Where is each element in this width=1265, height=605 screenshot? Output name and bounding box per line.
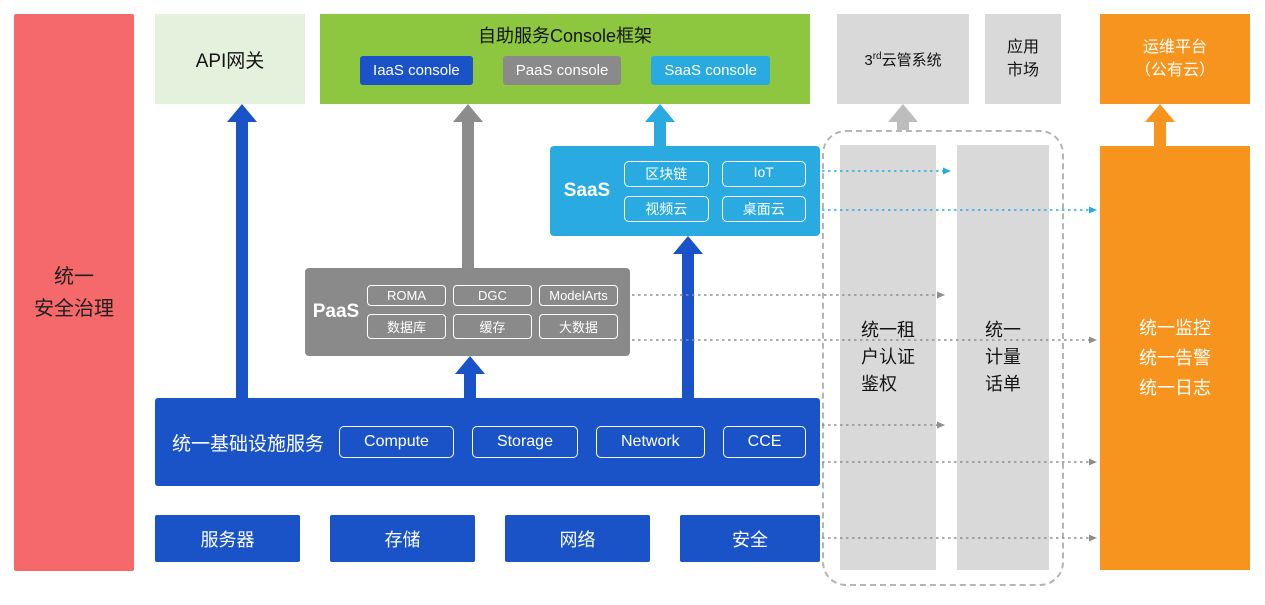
paas-item-dgc: DGC — [453, 285, 532, 306]
console-framework-title: 自助服务Console框架 — [477, 26, 653, 46]
paas-label: PaaS — [312, 301, 360, 322]
infra-item-compute: Compute — [339, 426, 454, 458]
arrow-infra-to-api-gateway — [227, 104, 257, 398]
paas-item-bigdata: 大数据 — [539, 314, 618, 339]
saas-item-blockchain: 区块链 — [624, 160, 709, 187]
hardware-security-box: 安全 — [680, 515, 820, 562]
saas-item-iot: IoT — [721, 160, 806, 187]
app-market-box: 应用 市场 — [985, 14, 1061, 104]
api-gateway-box: API网关 — [155, 14, 305, 104]
arrow-infra-to-saas — [673, 236, 703, 398]
iaas-console-chip: IaaS console — [360, 56, 473, 85]
paas-items: ROMA DGC ModelArts 数据库 缓存 大数据 — [367, 285, 630, 339]
console-framework-box: 自助服务Console框架 IaaS console PaaS console … — [320, 14, 810, 104]
monitoring-alarm-log-label: 统一监控 统一告警 统一日志 — [1139, 318, 1211, 398]
saas-item-desktop-cloud: 桌面云 — [721, 195, 806, 222]
paas-block: PaaS ROMA DGC ModelArts 数据库 缓存 大数据 — [305, 268, 630, 356]
hardware-server-box: 服务器 — [155, 515, 300, 562]
paas-item-roma: ROMA — [367, 285, 446, 306]
metering-billing-label: 统一 计量 话单 — [985, 320, 1021, 394]
saas-item-video-cloud: 视频云 — [624, 195, 709, 222]
arrow-saas-to-console — [645, 104, 675, 146]
third-party-cloud-label: 3rd云管系统 — [864, 50, 942, 69]
metering-billing-bar: 统一 计量 话单 — [957, 145, 1049, 570]
hardware-storage-box: 存储 — [330, 515, 475, 562]
infra-item-storage: Storage — [471, 426, 578, 458]
tenant-auth-bar: 统一租 户认证 鉴权 — [840, 145, 936, 570]
console-row: IaaS console PaaS console SaaS console — [360, 56, 770, 85]
arrow-monitor-to-ops-platform — [1145, 104, 1175, 146]
infrastructure-label: 统一基础设施服务 — [172, 433, 325, 455]
paas-item-modelarts: ModelArts — [539, 285, 618, 306]
saas-label: SaaS — [563, 180, 611, 201]
app-market-label: 应用 市场 — [1006, 39, 1039, 79]
infrastructure-block: 统一基础设施服务 Compute Storage Network CCE — [155, 398, 820, 486]
saas-console-chip: SaaS console — [651, 56, 770, 85]
saas-items: 区块链 IoT 视频云 桌面云 — [624, 160, 820, 222]
ops-platform-box: 运维平台 （公有云） — [1100, 14, 1250, 104]
hardware-network-box: 网络 — [505, 515, 650, 562]
arrow-infra-to-paas — [455, 356, 485, 398]
infra-item-cce: CCE — [722, 426, 807, 458]
security-governance-label: 统一 安全治理 — [34, 265, 114, 320]
security-governance-bar: 统一 安全治理 — [14, 14, 134, 571]
infra-item-network: Network — [595, 426, 705, 458]
paas-console-chip: PaaS console — [502, 56, 622, 85]
paas-item-database: 数据库 — [367, 314, 446, 339]
infrastructure-items: Compute Storage Network CCE — [339, 426, 807, 458]
saas-block: SaaS 区块链 IoT 视频云 桌面云 — [550, 146, 820, 236]
tenant-auth-label: 统一租 户认证 鉴权 — [861, 320, 915, 394]
common-services-dashed-frame — [822, 130, 1064, 586]
monitoring-alarm-log-bar: 统一监控 统一告警 统一日志 — [1100, 146, 1250, 570]
api-gateway-label: API网关 — [195, 50, 265, 72]
paas-item-cache: 缓存 — [453, 314, 532, 339]
ops-platform-label: 运维平台 （公有云） — [1134, 39, 1215, 79]
arrow-paas-to-console — [453, 104, 483, 268]
third-party-cloud-box: 3rd云管系统 — [837, 14, 969, 104]
arrow-auth-to-third-party — [888, 104, 918, 130]
